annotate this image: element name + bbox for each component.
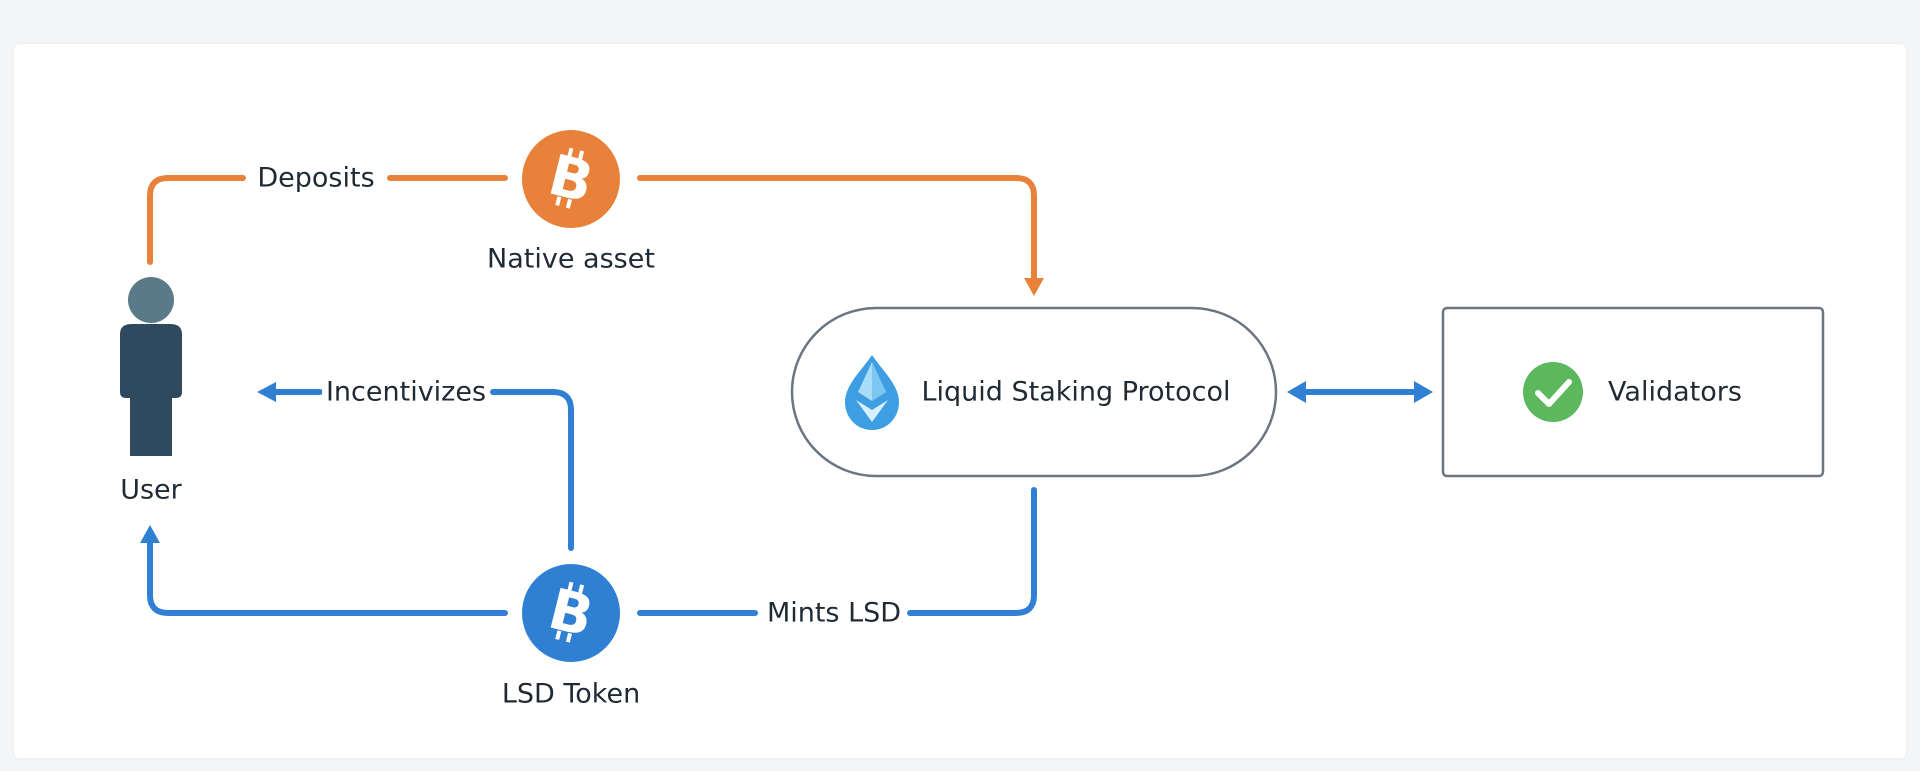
protocol-validators-arrow-left (1287, 381, 1306, 403)
lsd-token-bitcoin-icon: B (522, 564, 620, 662)
lsd-to-user-arrowhead (140, 525, 160, 543)
protocol-label: Liquid Staking Protocol (921, 376, 1231, 408)
validators-box (1441, 306, 1825, 478)
check-circle-icon (1523, 362, 1583, 422)
deposits-label: Deposits (253, 164, 379, 192)
user-icon (120, 277, 182, 456)
user-label: User (120, 474, 182, 506)
lsd-token-label: LSD Token (501, 678, 641, 710)
deposit-flow-line-left (147, 175, 246, 265)
droplet-icon (845, 355, 899, 430)
incentivizes-label: Incentivizes (321, 378, 491, 406)
native-asset-label: Native asset (487, 243, 655, 275)
incentivizes-arrowhead (257, 382, 276, 402)
mints-lsd-line-right (907, 487, 1037, 616)
lsd-to-user-line (147, 539, 508, 616)
deposit-arrowhead (1024, 278, 1044, 296)
protocol-box (790, 306, 1278, 478)
incentivizes-line-right (490, 389, 574, 551)
protocol-validators-arrow-right (1414, 381, 1433, 403)
native-asset-bitcoin-icon: B (522, 130, 620, 228)
mints-lsd-label: Mints LSD (762, 599, 906, 627)
deposit-flow-line-right (637, 175, 1037, 281)
validators-label: Validators (1608, 376, 1742, 408)
